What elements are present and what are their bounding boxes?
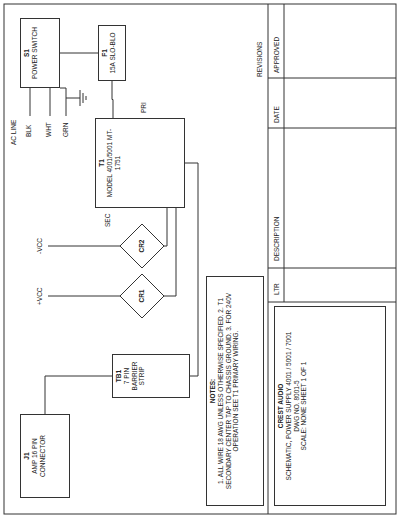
part-text: POWER SWITCH — [31, 22, 39, 84]
transformer: T1MODEL 4001/5001 MT-1751 — [95, 118, 185, 208]
title-grid — [268, 4, 396, 514]
wire-connector — [164, 208, 167, 246]
ac-line-wire — [30, 88, 66, 116]
part-text: 7 PIN BARRIER STRIP — [123, 358, 146, 394]
part-designator: NOTES: — [209, 280, 217, 502]
part-designator: S1 — [23, 22, 31, 84]
wire-label: DESCRIPTION — [273, 216, 281, 262]
wire-connector — [60, 53, 98, 54]
part-text: 1. ALL WIRE 18 AWG UNLESS OTHERWISE SPEC… — [217, 280, 240, 502]
wire-label: WHT — [45, 121, 53, 138]
wire-label: DATE — [273, 105, 281, 124]
wire-label: REVISIONS — [256, 41, 264, 78]
part-text: SCALE: NONE SHEET 1 OF 1 — [300, 310, 308, 502]
wire-label: LTR — [273, 282, 281, 296]
part-designator: TB1 — [115, 358, 123, 394]
wire-label: -VCC — [36, 237, 44, 255]
bridge-rectifier: CR1 — [120, 274, 164, 318]
wire-connector — [164, 208, 176, 296]
wire-connector — [45, 376, 112, 414]
part-text: MODEL 4001/5001 MT-1751 — [106, 122, 122, 204]
ground-symbol — [66, 90, 86, 106]
part-text: 15A SLO-BLO — [109, 29, 117, 77]
part-designator: CR1 — [138, 290, 146, 303]
wire-label: SEC — [104, 213, 112, 228]
wire-connector — [112, 81, 113, 118]
wire-label: GRN — [62, 122, 70, 138]
wire-label: BLK — [25, 124, 33, 138]
dc-output-wire — [48, 246, 120, 296]
part-designator: CR2 — [138, 240, 146, 253]
part-text: DWG NO. 8001-5 — [293, 310, 301, 502]
wire-label: APPROVED — [273, 36, 281, 74]
wire-label: AC LINE — [10, 119, 18, 146]
part-designator: F1 — [101, 29, 109, 77]
drawing-border — [4, 4, 396, 514]
part-designator: CREST AUDIO — [277, 310, 285, 502]
connector-block: J1AMP 16 PIN CONNECTOR — [20, 414, 70, 498]
wire-label: PRI — [140, 101, 148, 114]
part-designator: T1 — [98, 122, 106, 204]
power-switch: S1POWER SWITCH — [20, 18, 60, 88]
part-designator: J1 — [23, 418, 31, 494]
title-block: CREST AUDIOSCHEMATIC, POWER SUPPLY 4001 … — [274, 306, 386, 506]
bridge-rectifier: CR2 — [120, 224, 164, 268]
part-text: SCHEMATIC, POWER SUPPLY 4001 / 5001 / 70… — [285, 310, 293, 502]
fuse: F115A SLO-BLO — [98, 25, 126, 81]
wire-label: +VCC — [36, 286, 44, 306]
part-text: AMP 16 PIN CONNECTOR — [31, 418, 47, 494]
notes-box: NOTES:1. ALL WIRE 18 AWG UNLESS OTHERWIS… — [206, 276, 264, 506]
wire-connector — [185, 163, 198, 376]
barrier-strip: TB17 PIN BARRIER STRIP — [112, 354, 190, 398]
